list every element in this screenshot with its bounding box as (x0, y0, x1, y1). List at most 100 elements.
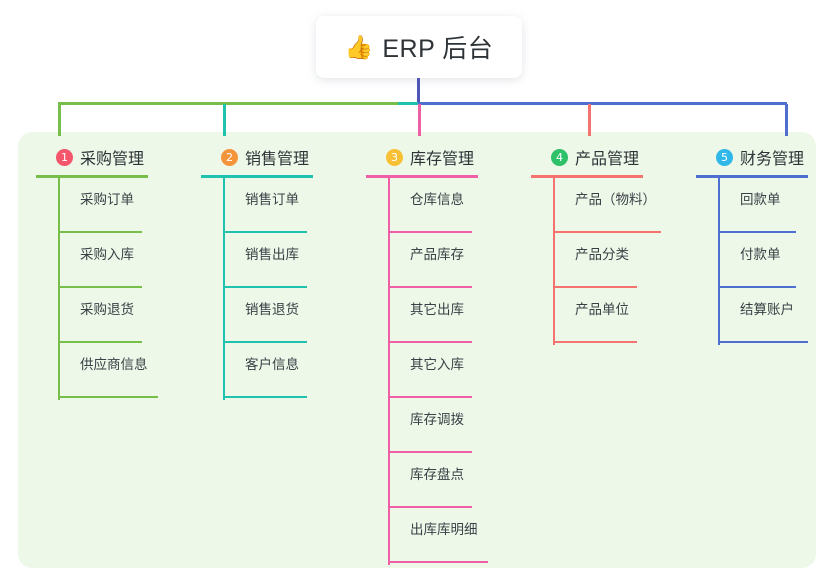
leaf-label: 产品分类 (575, 247, 629, 262)
leaf-label: 销售出库 (245, 247, 299, 262)
leaf-item[interactable]: 客户信息 (223, 343, 313, 398)
leaf-label: 库存调拨 (410, 412, 464, 427)
leaf-item[interactable]: 产品（物料） (553, 178, 661, 233)
leaf-rule (553, 341, 637, 343)
leaf-label: 客户信息 (245, 357, 299, 372)
leaf-label: 其它出库 (410, 302, 464, 317)
leaf-item[interactable]: 仓库信息 (388, 178, 478, 233)
module-header-rule-4 (531, 175, 643, 178)
module-badge-3: 3 (386, 148, 403, 166)
drop-finance (785, 104, 788, 136)
leaf-item[interactable]: 采购入库 (58, 233, 148, 288)
module-column-1: 1 采购管理采购订单采购入库采购退货供应商信息 (36, 144, 158, 400)
module-title-4: 产品管理 (575, 151, 640, 168)
module-badge-4: 4 (551, 148, 568, 166)
module-column-3: 3 库存管理仓库信息产品库存其它出库其它入库库存调拨库存盘点出库库明细 (366, 144, 488, 565)
leaf-rule (388, 396, 472, 398)
leaf-item[interactable]: 其它入库 (388, 343, 478, 398)
leaf-label: 产品库存 (410, 247, 464, 262)
leaf-item[interactable]: 回款单 (718, 178, 808, 233)
leaf-item[interactable]: 结算账户 (718, 288, 808, 343)
leaf-rule (223, 396, 307, 398)
module-spine-1 (58, 178, 60, 400)
leaf-rule (58, 341, 142, 343)
module-header-rule-2 (201, 175, 313, 178)
module-spine-2 (223, 178, 225, 400)
module-title-2: 销售管理 (245, 151, 310, 168)
module-column-5: 5 财务管理回款单付款单结算账户 (696, 144, 808, 345)
drop-inventory (418, 104, 421, 136)
module-badge-5: 5 (716, 148, 733, 166)
leaf-label: 回款单 (740, 192, 781, 207)
module-branch-2: 销售订单销售出库销售退货客户信息 (223, 178, 313, 400)
module-header-5[interactable]: 5 财务管理 (696, 144, 808, 170)
leaf-label: 采购订单 (80, 192, 134, 207)
module-badge-1: 1 (56, 148, 73, 166)
leaf-item[interactable]: 出库库明细 (388, 508, 488, 563)
leaf-item[interactable]: 其它出库 (388, 288, 478, 343)
leaf-rule (388, 286, 472, 288)
leaf-label: 结算账户 (740, 302, 794, 317)
leaf-rule (388, 561, 488, 563)
leaf-item[interactable]: 付款单 (718, 233, 808, 288)
module-spine-4 (553, 178, 555, 345)
modules-panel (18, 132, 816, 568)
leaf-rule (388, 341, 472, 343)
leaf-label: 销售退货 (245, 302, 299, 317)
leaf-rule (58, 286, 142, 288)
leaf-rule (58, 231, 142, 233)
leaf-item[interactable]: 产品单位 (553, 288, 643, 343)
leaf-item[interactable]: 采购订单 (58, 178, 148, 233)
module-column-2: 2 销售管理销售订单销售出库销售退货客户信息 (201, 144, 313, 400)
module-header-rule-5 (696, 175, 808, 178)
leaf-rule (388, 231, 472, 233)
leaf-label: 产品（物料） (575, 192, 656, 207)
module-header-2[interactable]: 2 销售管理 (201, 144, 313, 170)
module-branch-3: 仓库信息产品库存其它出库其它入库库存调拨库存盘点出库库明细 (388, 178, 488, 565)
leaf-item[interactable]: 库存调拨 (388, 398, 478, 453)
leaf-item[interactable]: 库存盘点 (388, 453, 478, 508)
leaf-label: 采购入库 (80, 247, 134, 262)
module-header-4[interactable]: 4 产品管理 (531, 144, 643, 170)
module-badge-2: 2 (221, 148, 238, 166)
module-header-1[interactable]: 1 采购管理 (36, 144, 148, 170)
leaf-item[interactable]: 销售出库 (223, 233, 313, 288)
root-node-content: 👍 ERP 后台 (345, 29, 494, 65)
leaf-rule (718, 286, 796, 288)
bus-segment-blue (418, 102, 787, 105)
leaf-rule (388, 451, 472, 453)
root-node-card[interactable]: 👍 ERP 后台 (316, 16, 522, 78)
leaf-label: 采购退货 (80, 302, 134, 317)
leaf-rule (553, 231, 661, 233)
leaf-rule (718, 341, 808, 343)
module-header-3[interactable]: 3 库存管理 (366, 144, 478, 170)
drop-sales (223, 104, 226, 136)
root-title: ERP 后台 (382, 35, 494, 63)
leaf-item[interactable]: 采购退货 (58, 288, 148, 343)
leaf-item[interactable]: 销售退货 (223, 288, 313, 343)
module-title-3: 库存管理 (410, 151, 475, 168)
module-header-rule-1 (36, 175, 148, 178)
module-title-1: 采购管理 (80, 151, 145, 168)
leaf-rule (718, 231, 796, 233)
leaf-label: 供应商信息 (80, 357, 148, 372)
drop-product (588, 104, 591, 136)
thumbs-up-emoji: 👍 (344, 33, 374, 60)
module-header-rule-3 (366, 175, 478, 178)
leaf-label: 销售订单 (245, 192, 299, 207)
leaf-item[interactable]: 销售订单 (223, 178, 313, 233)
drop-purchasing (58, 104, 61, 136)
leaf-rule (58, 396, 158, 398)
leaf-item[interactable]: 供应商信息 (58, 343, 158, 398)
module-title-5: 财务管理 (740, 151, 805, 168)
module-column-4: 4 产品管理产品（物料） 产品分类产品单位 (531, 144, 661, 345)
module-branch-4: 产品（物料） 产品分类产品单位 (553, 178, 661, 345)
leaf-label: 付款单 (740, 247, 781, 262)
leaf-rule (553, 286, 637, 288)
module-spine-3 (388, 178, 390, 565)
leaf-label: 产品单位 (575, 302, 629, 317)
root-stem-connector (417, 78, 420, 104)
leaf-item[interactable]: 产品分类 (553, 233, 643, 288)
leaf-item[interactable]: 产品库存 (388, 233, 478, 288)
